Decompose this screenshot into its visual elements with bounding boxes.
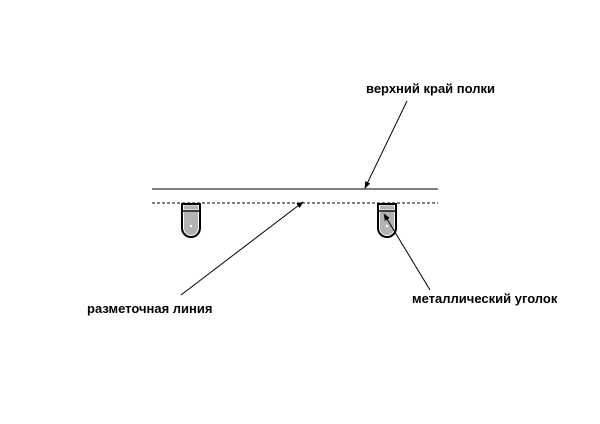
leader-shelf-top-edge	[364, 100, 408, 189]
metal-bracket-icon	[181, 203, 201, 238]
leader-marking-line	[180, 201, 304, 296]
label-shelf-top-edge: верхний край полки	[366, 81, 495, 96]
leader-metal-bracket	[383, 213, 431, 291]
label-metal-bracket: металлический уголок	[412, 291, 558, 306]
metal-bracket-icon	[377, 203, 397, 238]
label-marking-line: разметочная линия	[87, 301, 212, 316]
